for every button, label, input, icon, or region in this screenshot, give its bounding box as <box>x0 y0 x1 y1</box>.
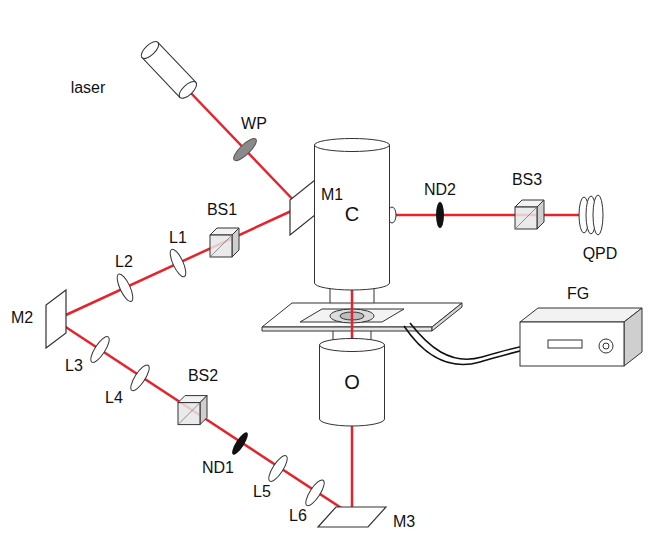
component-label: BS1 <box>207 201 237 219</box>
lens <box>128 362 153 393</box>
component-label: laser <box>71 79 106 97</box>
lens <box>114 272 136 303</box>
nd-filter <box>230 430 251 456</box>
objective: O <box>319 338 385 426</box>
component-label: QPD <box>583 245 618 263</box>
mirror <box>46 290 66 348</box>
component-label: M1 <box>321 186 343 204</box>
quadrant-photodiode <box>579 195 603 235</box>
wave-plate <box>231 136 260 164</box>
component-label: L3 <box>65 357 83 375</box>
component-label: ND1 <box>202 459 234 477</box>
mirror <box>318 507 386 527</box>
function-generator <box>520 308 642 366</box>
component-label: L6 <box>289 507 307 525</box>
laser-body <box>139 39 200 101</box>
lens <box>88 334 113 365</box>
condenser: C <box>314 138 390 290</box>
laser-beam <box>351 290 354 338</box>
node-label: C <box>345 203 359 226</box>
component-label: L5 <box>253 483 271 501</box>
component-label: L1 <box>169 229 187 247</box>
component-label: WP <box>241 115 267 133</box>
lens <box>266 453 291 484</box>
component-label: BS3 <box>512 171 542 189</box>
component-label: ND2 <box>424 181 456 199</box>
component-label: M2 <box>11 309 33 327</box>
component-label: BS2 <box>188 367 218 385</box>
lens <box>303 477 328 508</box>
nd-filter <box>436 202 444 228</box>
lens <box>167 247 189 278</box>
cable <box>404 323 535 364</box>
component-label: L2 <box>115 253 133 271</box>
mirror <box>290 180 315 235</box>
beam-splitter <box>515 200 544 229</box>
component-label: FG <box>567 285 589 303</box>
beam-splitter <box>210 228 239 257</box>
sample-stage <box>262 303 462 331</box>
beam-splitter <box>178 396 207 425</box>
laser-beam <box>55 90 582 515</box>
node-label: O <box>344 371 360 394</box>
component-label: L4 <box>105 389 123 407</box>
component-label: M3 <box>393 513 415 531</box>
